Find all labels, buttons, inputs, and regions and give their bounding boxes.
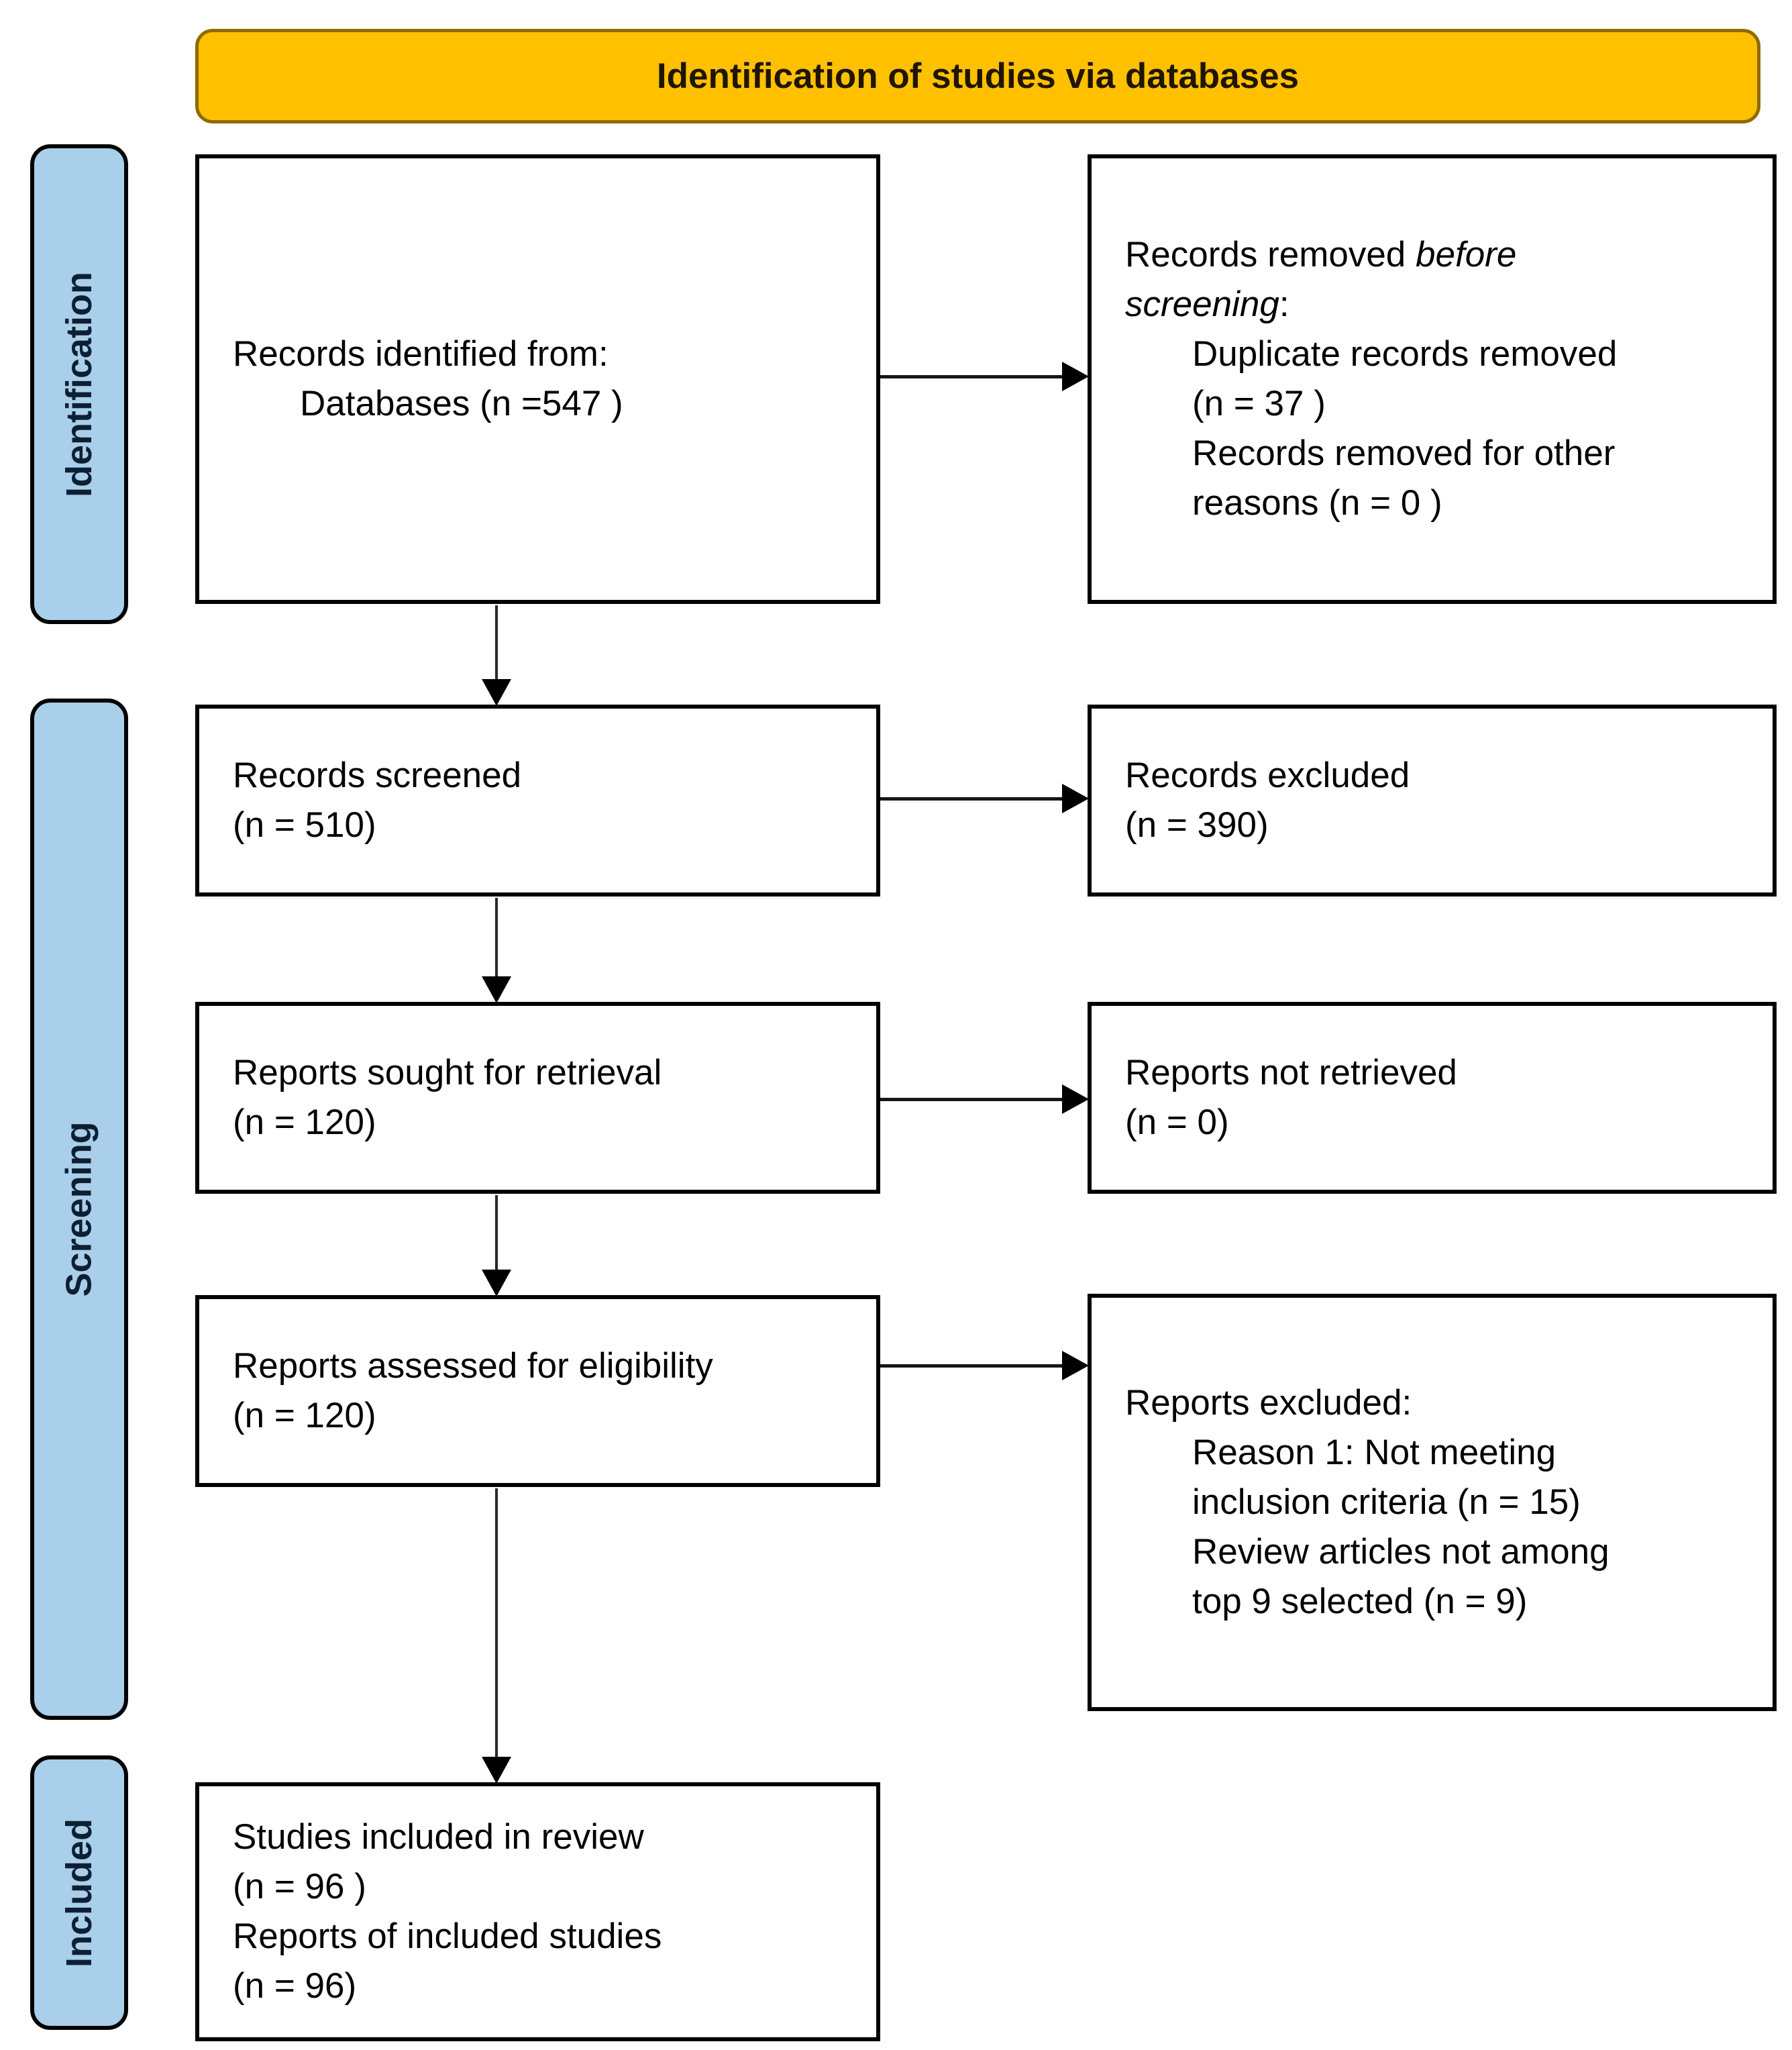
box-line: Records removed before: [1125, 230, 1756, 280]
arrow-line: [495, 605, 498, 680]
arrow-assessed-to-included: [482, 1488, 511, 1784]
box-line: (n = 37 ): [1192, 384, 1326, 423]
stage-screening-label: Screening: [59, 1121, 99, 1297]
banner-title: Identification of studies via databases: [656, 56, 1300, 96]
arrow-identified-to-removed: [880, 362, 1089, 391]
box-line: (n = 0): [1125, 1103, 1229, 1142]
arrow-line: [495, 1488, 498, 1758]
box-line: (n = 96): [233, 1966, 357, 2006]
records-excluded-box: Records excluded (n = 390): [1088, 705, 1777, 896]
box-line: Reports assessed for eligibility: [233, 1346, 713, 1386]
box-line: screening:: [1125, 280, 1756, 329]
arrow-line: [880, 1364, 1063, 1368]
arrow-line: [495, 898, 498, 978]
box-line: Review articles not among: [1192, 1532, 1610, 1572]
box-line: Records excluded: [1125, 756, 1410, 795]
arrow-screened-to-excluded: [880, 784, 1089, 813]
arrow-down-head: [482, 1757, 511, 1784]
arrow-line: [880, 797, 1063, 801]
italic-text: screening: [1125, 285, 1279, 324]
box-line: (n = 120): [233, 1396, 376, 1435]
arrow-down-head: [482, 1270, 511, 1296]
arrow-line: [880, 1098, 1063, 1101]
stage-identification: Identification: [30, 144, 128, 624]
box-line: Duplicate records removed: [1192, 334, 1618, 374]
studies-included-box: Studies included in review (n = 96 ) Rep…: [195, 1782, 880, 2041]
arrow-right-head: [1062, 784, 1089, 813]
italic-text: before: [1416, 235, 1517, 274]
arrow-right-head: [1062, 1351, 1089, 1380]
arrow-line: [495, 1195, 498, 1271]
arrow-down-head: [482, 976, 511, 1003]
reports-not-retrieved-box: Reports not retrieved (n = 0): [1088, 1002, 1777, 1194]
stage-included-label: Included: [59, 1818, 100, 1967]
box-line: Reason 1: Not meeting: [1192, 1433, 1557, 1472]
banner-identification-via-databases: Identification of studies via databases: [195, 29, 1760, 123]
arrow-down-head: [482, 679, 511, 706]
box-line: Records identified from:: [233, 334, 609, 374]
box-line: reasons (n = 0 ): [1192, 483, 1442, 523]
box-line: (n = 510): [233, 805, 376, 845]
box-line: Reports of included studies: [233, 1916, 662, 1956]
records-screened-box: Records screened (n = 510): [195, 705, 880, 896]
text-fragment: Records removed: [1125, 235, 1416, 274]
stage-included: Included: [30, 1755, 128, 2030]
box-line: Databases (n =547 ): [300, 384, 623, 423]
stage-screening: Screening: [30, 699, 128, 1720]
arrow-identified-to-screened: [482, 605, 511, 706]
records-removed-box: Records removed before screening: Duplic…: [1088, 154, 1777, 604]
arrow-line: [880, 375, 1063, 378]
arrow-assessed-to-reports-excluded: [880, 1351, 1089, 1380]
box-line: (n = 390): [1125, 805, 1269, 845]
box-line: Records screened: [233, 756, 522, 795]
box-line: Reports excluded:: [1125, 1383, 1412, 1423]
text-fragment: :: [1279, 285, 1289, 324]
box-line: Reports not retrieved: [1125, 1053, 1457, 1092]
arrow-sought-to-assessed: [482, 1195, 511, 1296]
box-line: Records removed for other: [1192, 433, 1616, 473]
box-line: (n = 120): [233, 1103, 376, 1142]
box-line: top 9 selected (n = 9): [1192, 1582, 1528, 1621]
arrow-sought-to-not-retrieved: [880, 1084, 1089, 1114]
stage-identification-label: Identification: [59, 271, 99, 497]
arrow-right-head: [1062, 1084, 1089, 1114]
reports-assessed-box: Reports assessed for eligibility (n = 12…: [195, 1295, 880, 1487]
box-line: inclusion criteria (n = 15): [1192, 1482, 1581, 1522]
records-identified-box: Records identified from: Databases (n =5…: [195, 154, 880, 604]
box-line: Studies included in review: [233, 1817, 644, 1857]
reports-sought-box: Reports sought for retrieval (n = 120): [195, 1002, 880, 1194]
arrow-right-head: [1062, 362, 1089, 391]
box-line: (n = 96 ): [233, 1867, 366, 1906]
box-line: Reports sought for retrieval: [233, 1053, 662, 1092]
arrow-screened-to-sought: [482, 898, 511, 1003]
reports-excluded-box: Reports excluded: Reason 1: Not meeting …: [1088, 1294, 1777, 1711]
